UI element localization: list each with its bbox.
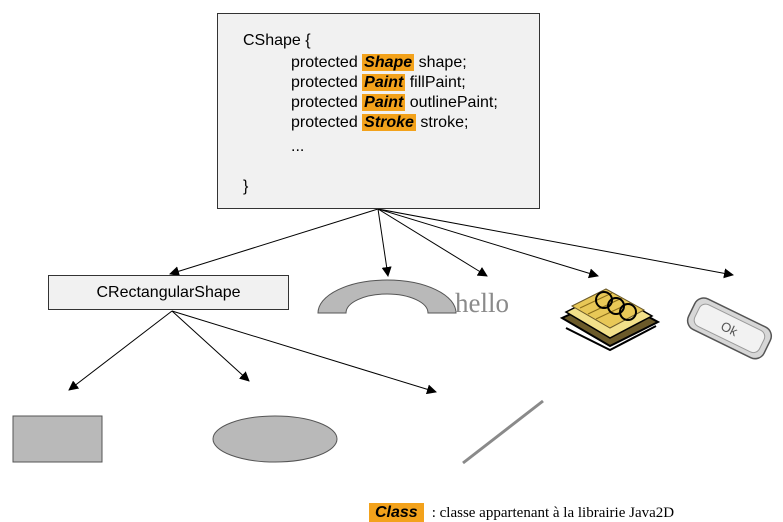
field-type-java2d: Paint <box>362 94 406 111</box>
field-name: shape; <box>414 54 467 71</box>
text-shape-hello: hello <box>455 288 509 318</box>
inheritance-arrows-crect <box>68 310 437 395</box>
field-modifier: protected <box>291 94 363 111</box>
crectangularshape-label: CRectangularShape <box>96 283 241 301</box>
arrow-to-arc-shape <box>377 208 392 277</box>
rectangle-shape <box>12 415 103 463</box>
crectangularshape-class-box: CRectangularShape <box>48 275 289 310</box>
field-outlinepaint: protected Paint outlinePaint; <box>291 93 498 113</box>
arrow-to-text-shape <box>377 208 488 277</box>
field-name: fillPaint; <box>405 74 466 91</box>
field-stroke: protected Stroke stroke; <box>291 113 468 133</box>
ellipse-shape <box>212 415 338 463</box>
arrow-to-crectangularshape <box>169 208 379 277</box>
cshape-class-box: CShape { protected Shape shape; protecte… <box>217 13 540 209</box>
legend-description: : classe appartenant à la librairie Java… <box>431 505 675 521</box>
field-modifier: protected <box>291 114 363 131</box>
field-fillpaint: protected Paint fillPaint; <box>291 73 466 93</box>
field-modifier: protected <box>291 74 363 91</box>
arrow-to-line <box>171 310 437 395</box>
field-type-java2d: Paint <box>362 74 406 91</box>
field-type-java2d: Shape <box>362 54 415 71</box>
arrow-to-image-shape <box>377 208 599 279</box>
ellipsis: ... <box>291 138 305 155</box>
legend: Class : classe appartenant à la librairie… <box>369 503 674 522</box>
field-type-java2d: Stroke <box>362 114 416 131</box>
ok-button-clipart: Ok <box>686 297 773 360</box>
notebook-icon <box>559 288 661 352</box>
field-shape: protected Shape shape; <box>291 53 467 73</box>
inheritance-arrows-cshape <box>169 208 734 279</box>
class-close-brace: } <box>243 178 249 195</box>
arc-shape <box>317 279 457 314</box>
arrow-to-widget-shape <box>377 208 734 279</box>
class-declaration: CShape { <box>243 32 311 49</box>
field-modifier: protected <box>291 54 363 71</box>
arrow-to-rectangle <box>68 310 173 391</box>
arrow-to-ellipse <box>171 310 250 382</box>
legend-class-tag: Class <box>369 503 424 522</box>
ok-button-label: Ok <box>718 318 740 339</box>
field-name: outlinePaint; <box>405 94 498 111</box>
field-name: stroke; <box>415 114 469 131</box>
line-shape <box>462 399 544 465</box>
